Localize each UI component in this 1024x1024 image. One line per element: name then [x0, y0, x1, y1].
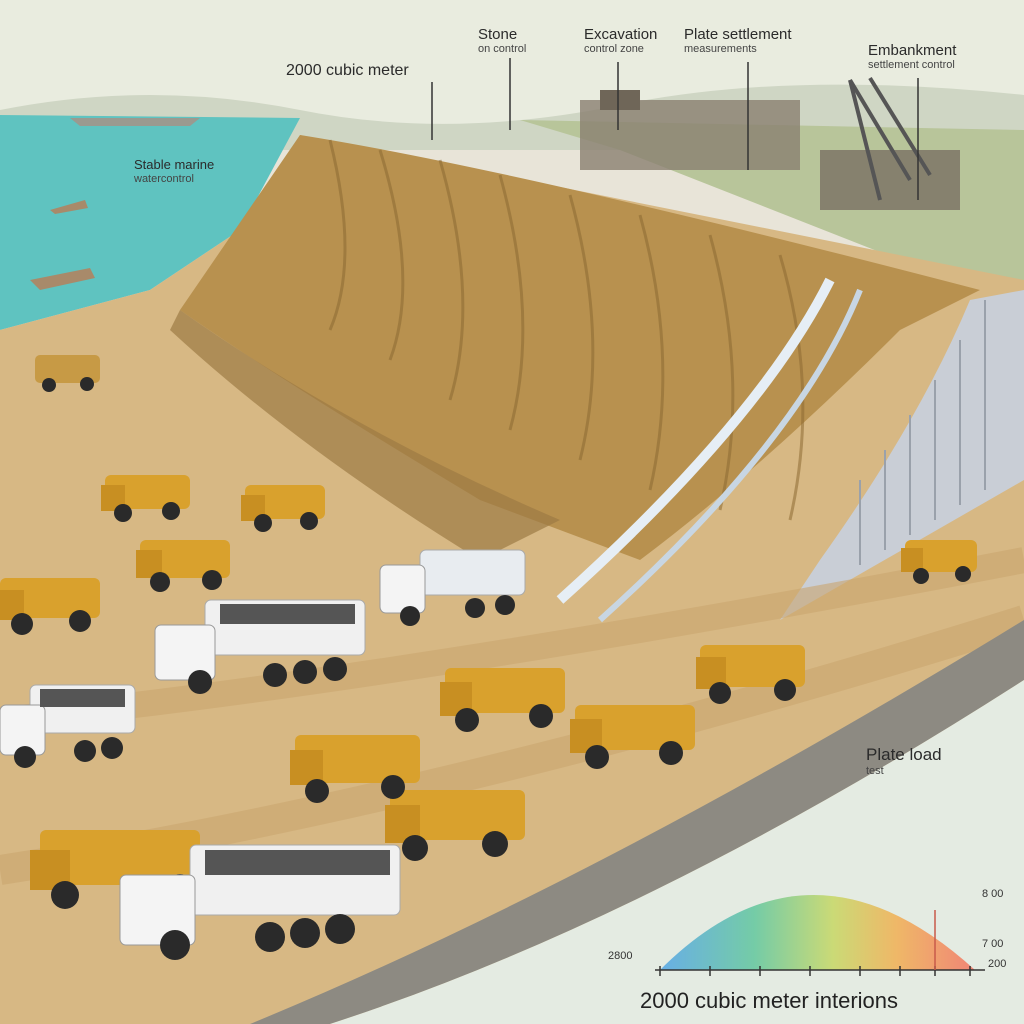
- cliff-face: [180, 135, 980, 560]
- water-label-title: Stable marine: [134, 157, 215, 172]
- plate-test-label-title: Plate settlement: [684, 26, 792, 43]
- plate-load-label-title: Plate load: [866, 745, 942, 764]
- borrow-label-sub: control zone: [584, 43, 644, 56]
- embankment-label: Embankment settlement control: [868, 42, 956, 72]
- gravel-slope: [170, 310, 560, 560]
- graph-axis-right-mid-label: 7 00: [982, 938, 1004, 950]
- bottom-caption: 2000 cubic meter interions: [640, 988, 899, 1013]
- plate-test-label: Plate settlement measurements: [684, 26, 792, 56]
- white-trucks: [0, 549, 526, 960]
- settlement-curve-fill: [660, 895, 975, 970]
- leader-lines: [431, 58, 919, 200]
- stone-label-title: Stone: [478, 26, 518, 43]
- drainage-pipe: [556, 277, 835, 604]
- plate-test-label-sub: measurements: [684, 43, 757, 56]
- volume-label-top: 2000 cubic meter: [286, 62, 409, 79]
- wall-panels: [859, 300, 986, 565]
- stone-label: Stone on control: [478, 26, 526, 56]
- retaining-wall: [780, 290, 1024, 620]
- settlement-graph: [655, 895, 985, 976]
- water-label: Stable marine watercontrol: [134, 157, 215, 186]
- graph-axis-left-label: 2800: [608, 950, 633, 962]
- graph-axis-right-bot-label: 200: [988, 958, 1007, 970]
- embankment-label-sub: settlement control: [868, 59, 955, 72]
- plate-load-label-sub: test: [866, 764, 884, 777]
- borrow-label: Excavation control zone: [584, 26, 657, 56]
- ships: [30, 118, 200, 290]
- dump-trucks: [0, 355, 977, 909]
- water-label-sub: watercontrol: [134, 172, 194, 185]
- stone-label-sub: on control: [478, 43, 527, 56]
- crane: [848, 76, 932, 201]
- borrow-label-title: Excavation: [584, 26, 658, 43]
- cliff-layers: [328, 139, 805, 521]
- plate-load-label: Plate load test: [866, 745, 942, 777]
- graph-axis-right-top-label: 8 00: [982, 888, 1004, 900]
- embankment-label-title: Embankment: [868, 42, 957, 59]
- drainage-pipe-2: [597, 288, 863, 623]
- processing-plant: [580, 90, 960, 210]
